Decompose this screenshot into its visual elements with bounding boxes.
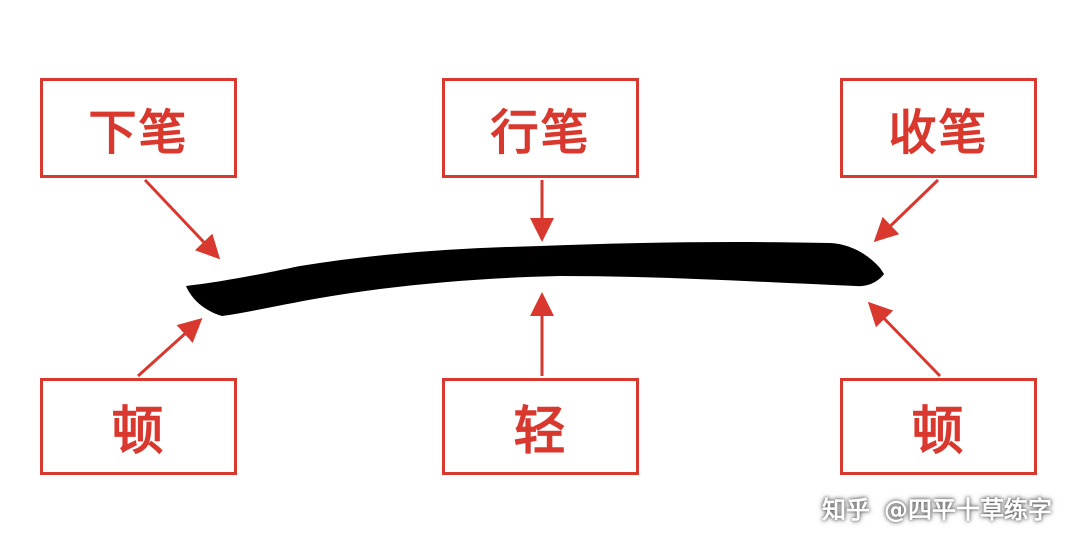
arrow-dun-right xyxy=(867,301,942,378)
label-box-qing: 轻 xyxy=(442,378,639,475)
label-box-shoubi: 收笔 xyxy=(840,78,1037,178)
label-box-xingbi: 行笔 xyxy=(442,78,639,178)
watermark-brand: 知乎 xyxy=(822,496,870,524)
label-qing: 轻 xyxy=(513,402,568,462)
brush-stroke-horizontal xyxy=(186,242,884,316)
label-xingbi: 行笔 xyxy=(490,105,591,161)
label-dun-left: 顿 xyxy=(111,402,166,462)
label-box-xiabi: 下笔 xyxy=(40,78,237,178)
label-box-dun-right: 顿 xyxy=(840,378,1037,475)
watermark-author: @四平十草练字 xyxy=(884,496,1052,524)
arrow-xiabi xyxy=(143,178,221,260)
label-box-dun-left: 顿 xyxy=(40,378,237,475)
watermark: 知乎 @四平十草练字 xyxy=(822,490,1052,525)
arrow-dun-left xyxy=(136,317,203,378)
label-dun-right: 顿 xyxy=(911,402,966,462)
label-shoubi: 收笔 xyxy=(888,105,989,161)
arrow-shoubi xyxy=(873,178,940,243)
label-xiabi: 下笔 xyxy=(88,105,189,161)
